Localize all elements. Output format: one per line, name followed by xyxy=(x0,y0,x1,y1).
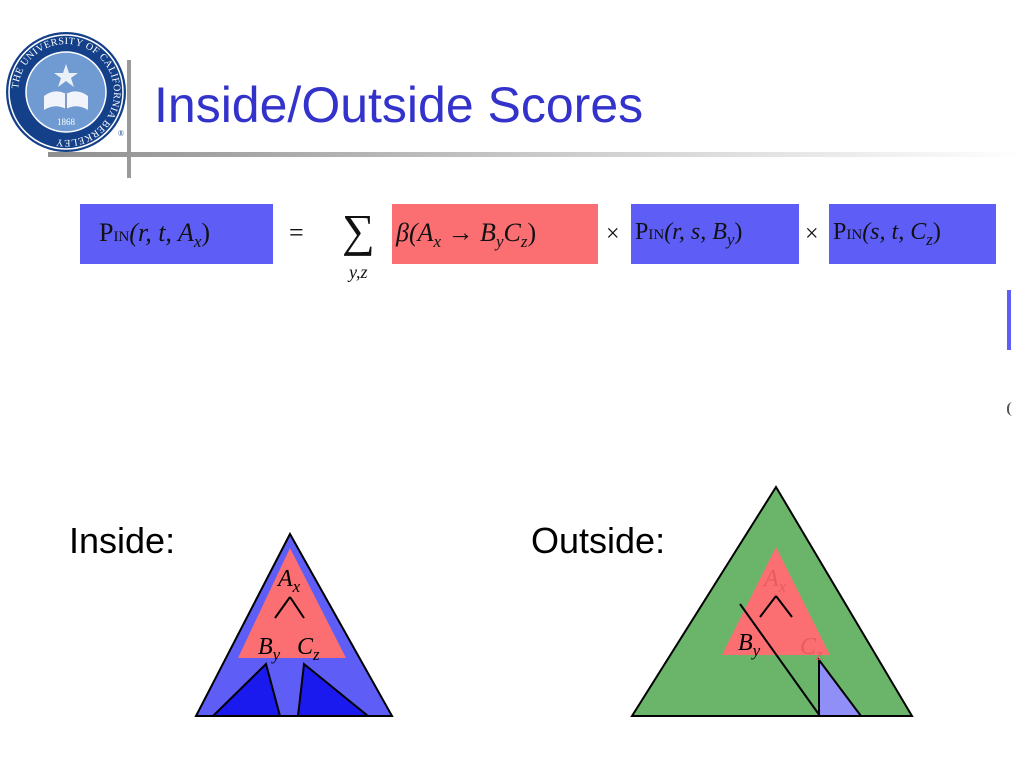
times-sign-2: × xyxy=(805,221,819,247)
inside-node-a: A xyxy=(276,566,293,592)
rule-sub-y: y xyxy=(495,232,504,251)
term2-p: P xyxy=(635,219,649,245)
slide-title: Inside/Outside Scores xyxy=(154,77,644,133)
term3-sub: z xyxy=(926,230,933,249)
inside-node-b-sub: y xyxy=(271,645,281,664)
lhs-p: P xyxy=(99,218,114,247)
outside-diagram: Ax By Cz xyxy=(630,485,914,717)
svg-text:By: By xyxy=(258,634,281,664)
term2-args: (r, s, B xyxy=(664,219,727,245)
inside-left-subtree xyxy=(210,662,282,717)
term2-sub: y xyxy=(726,230,735,249)
svg-text:Ax: Ax xyxy=(762,566,787,596)
inside-edge-left xyxy=(274,596,291,619)
inside-rule-triangle xyxy=(238,548,346,658)
outside-label: Outside: xyxy=(531,520,666,561)
inside-right-subtree xyxy=(296,662,371,717)
outside-node-a-sub: x xyxy=(778,577,787,596)
term3-highlight xyxy=(829,204,996,264)
inside-node-c: C xyxy=(297,634,314,660)
rule-arrow: → B xyxy=(441,218,496,247)
outside-node-a: A xyxy=(762,566,779,592)
svg-text:Cz: Cz xyxy=(297,634,320,664)
term2-close: ) xyxy=(734,219,743,245)
outside-node-c-sub: z xyxy=(815,645,823,664)
inside-node-a-sub: x xyxy=(292,577,301,596)
term2-expression: PIN(r, s, By) xyxy=(635,219,743,248)
inside-node-c-sub: z xyxy=(312,645,320,664)
outside-edge-right xyxy=(775,595,793,618)
svg-text:Cz: Cz xyxy=(800,634,823,664)
lhs-close: ) xyxy=(201,218,211,247)
inside-node-b: B xyxy=(258,634,273,660)
uc-berkeley-seal-logo: THE UNIVERSITY OF CALIFORNIA BERKELEY 18… xyxy=(6,32,126,152)
term2-in: IN xyxy=(648,227,665,243)
rule-sub-x: x xyxy=(433,232,442,251)
outside-rule-triangle xyxy=(722,547,830,655)
outside-node-b-sub: y xyxy=(751,641,761,660)
outside-right-subtree xyxy=(818,657,863,717)
registered-mark: ® xyxy=(118,129,124,138)
sum-symbol: ∑ xyxy=(342,205,375,256)
outside-node-c: C xyxy=(800,634,817,660)
seal-year: 1868 xyxy=(57,117,76,127)
rule-c: C xyxy=(503,218,521,247)
inside-edge-right xyxy=(289,596,305,619)
times-sign-1: × xyxy=(606,221,620,247)
term3-args: (s, t, C xyxy=(862,219,927,245)
outside-edge-left xyxy=(759,595,777,618)
offslide-box-fragment xyxy=(1007,290,1011,350)
term2-highlight xyxy=(631,204,799,264)
inside-diagram: Ax By Cz xyxy=(194,531,394,717)
offslide-paren-fragment xyxy=(1007,402,1013,416)
rule-close: ) xyxy=(527,218,537,247)
term3-expression: PIN(s, t, Cz) xyxy=(833,219,941,248)
svg-text:By: By xyxy=(738,630,761,660)
term3-in: IN xyxy=(846,227,863,243)
rule-expression: β(Ax → ByCz) xyxy=(396,218,537,251)
sum-index: y,z xyxy=(349,262,368,282)
title-horizontal-rule xyxy=(48,152,1024,157)
equals-sign: = xyxy=(289,218,304,247)
lhs-highlight xyxy=(80,204,273,264)
rule-highlight xyxy=(392,204,598,264)
term3-p: P xyxy=(833,219,847,245)
rule-beta: β(A xyxy=(396,218,434,247)
term3-close: ) xyxy=(932,219,941,245)
outside-node-b: B xyxy=(738,630,753,656)
outside-left-boundary xyxy=(739,603,821,717)
lhs-sub: x xyxy=(193,232,202,251)
svg-text:Ax: Ax xyxy=(276,566,301,596)
lhs-in: IN xyxy=(113,229,130,245)
lhs-expression: PIN(r, t, Ax) xyxy=(99,218,211,251)
rule-sub-z: z xyxy=(520,232,528,251)
lhs-args: (r, t, A xyxy=(129,218,194,247)
title-vertical-rule xyxy=(127,60,131,178)
inside-label: Inside: xyxy=(69,520,176,561)
